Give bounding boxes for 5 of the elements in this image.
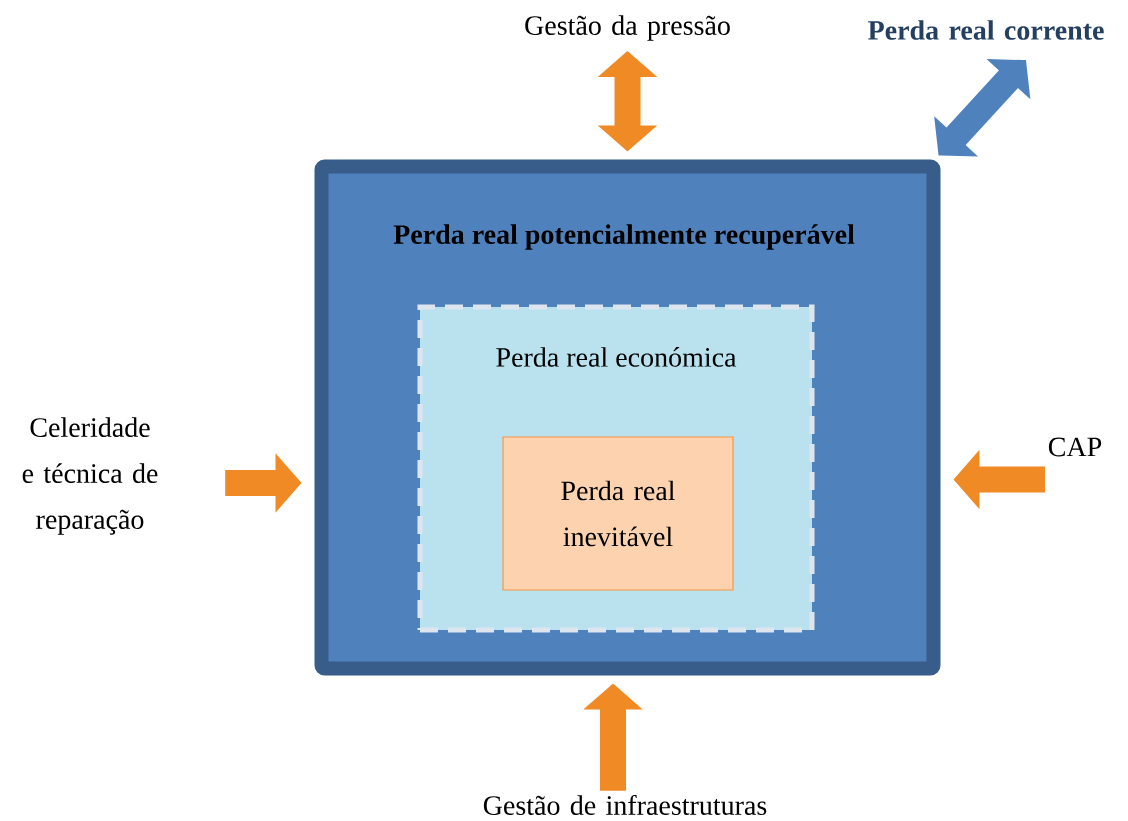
annotation-text: Gestão da pressão: [525, 15, 730, 41]
annotation-text: Gestão de infraestruturas: [483, 795, 767, 815]
annotation-text: CAP: [1048, 437, 1102, 457]
annotation-text: Celeridade e técnica de reparação: [22, 417, 158, 535]
annotation-text: Perda real corrente: [868, 20, 1104, 40]
